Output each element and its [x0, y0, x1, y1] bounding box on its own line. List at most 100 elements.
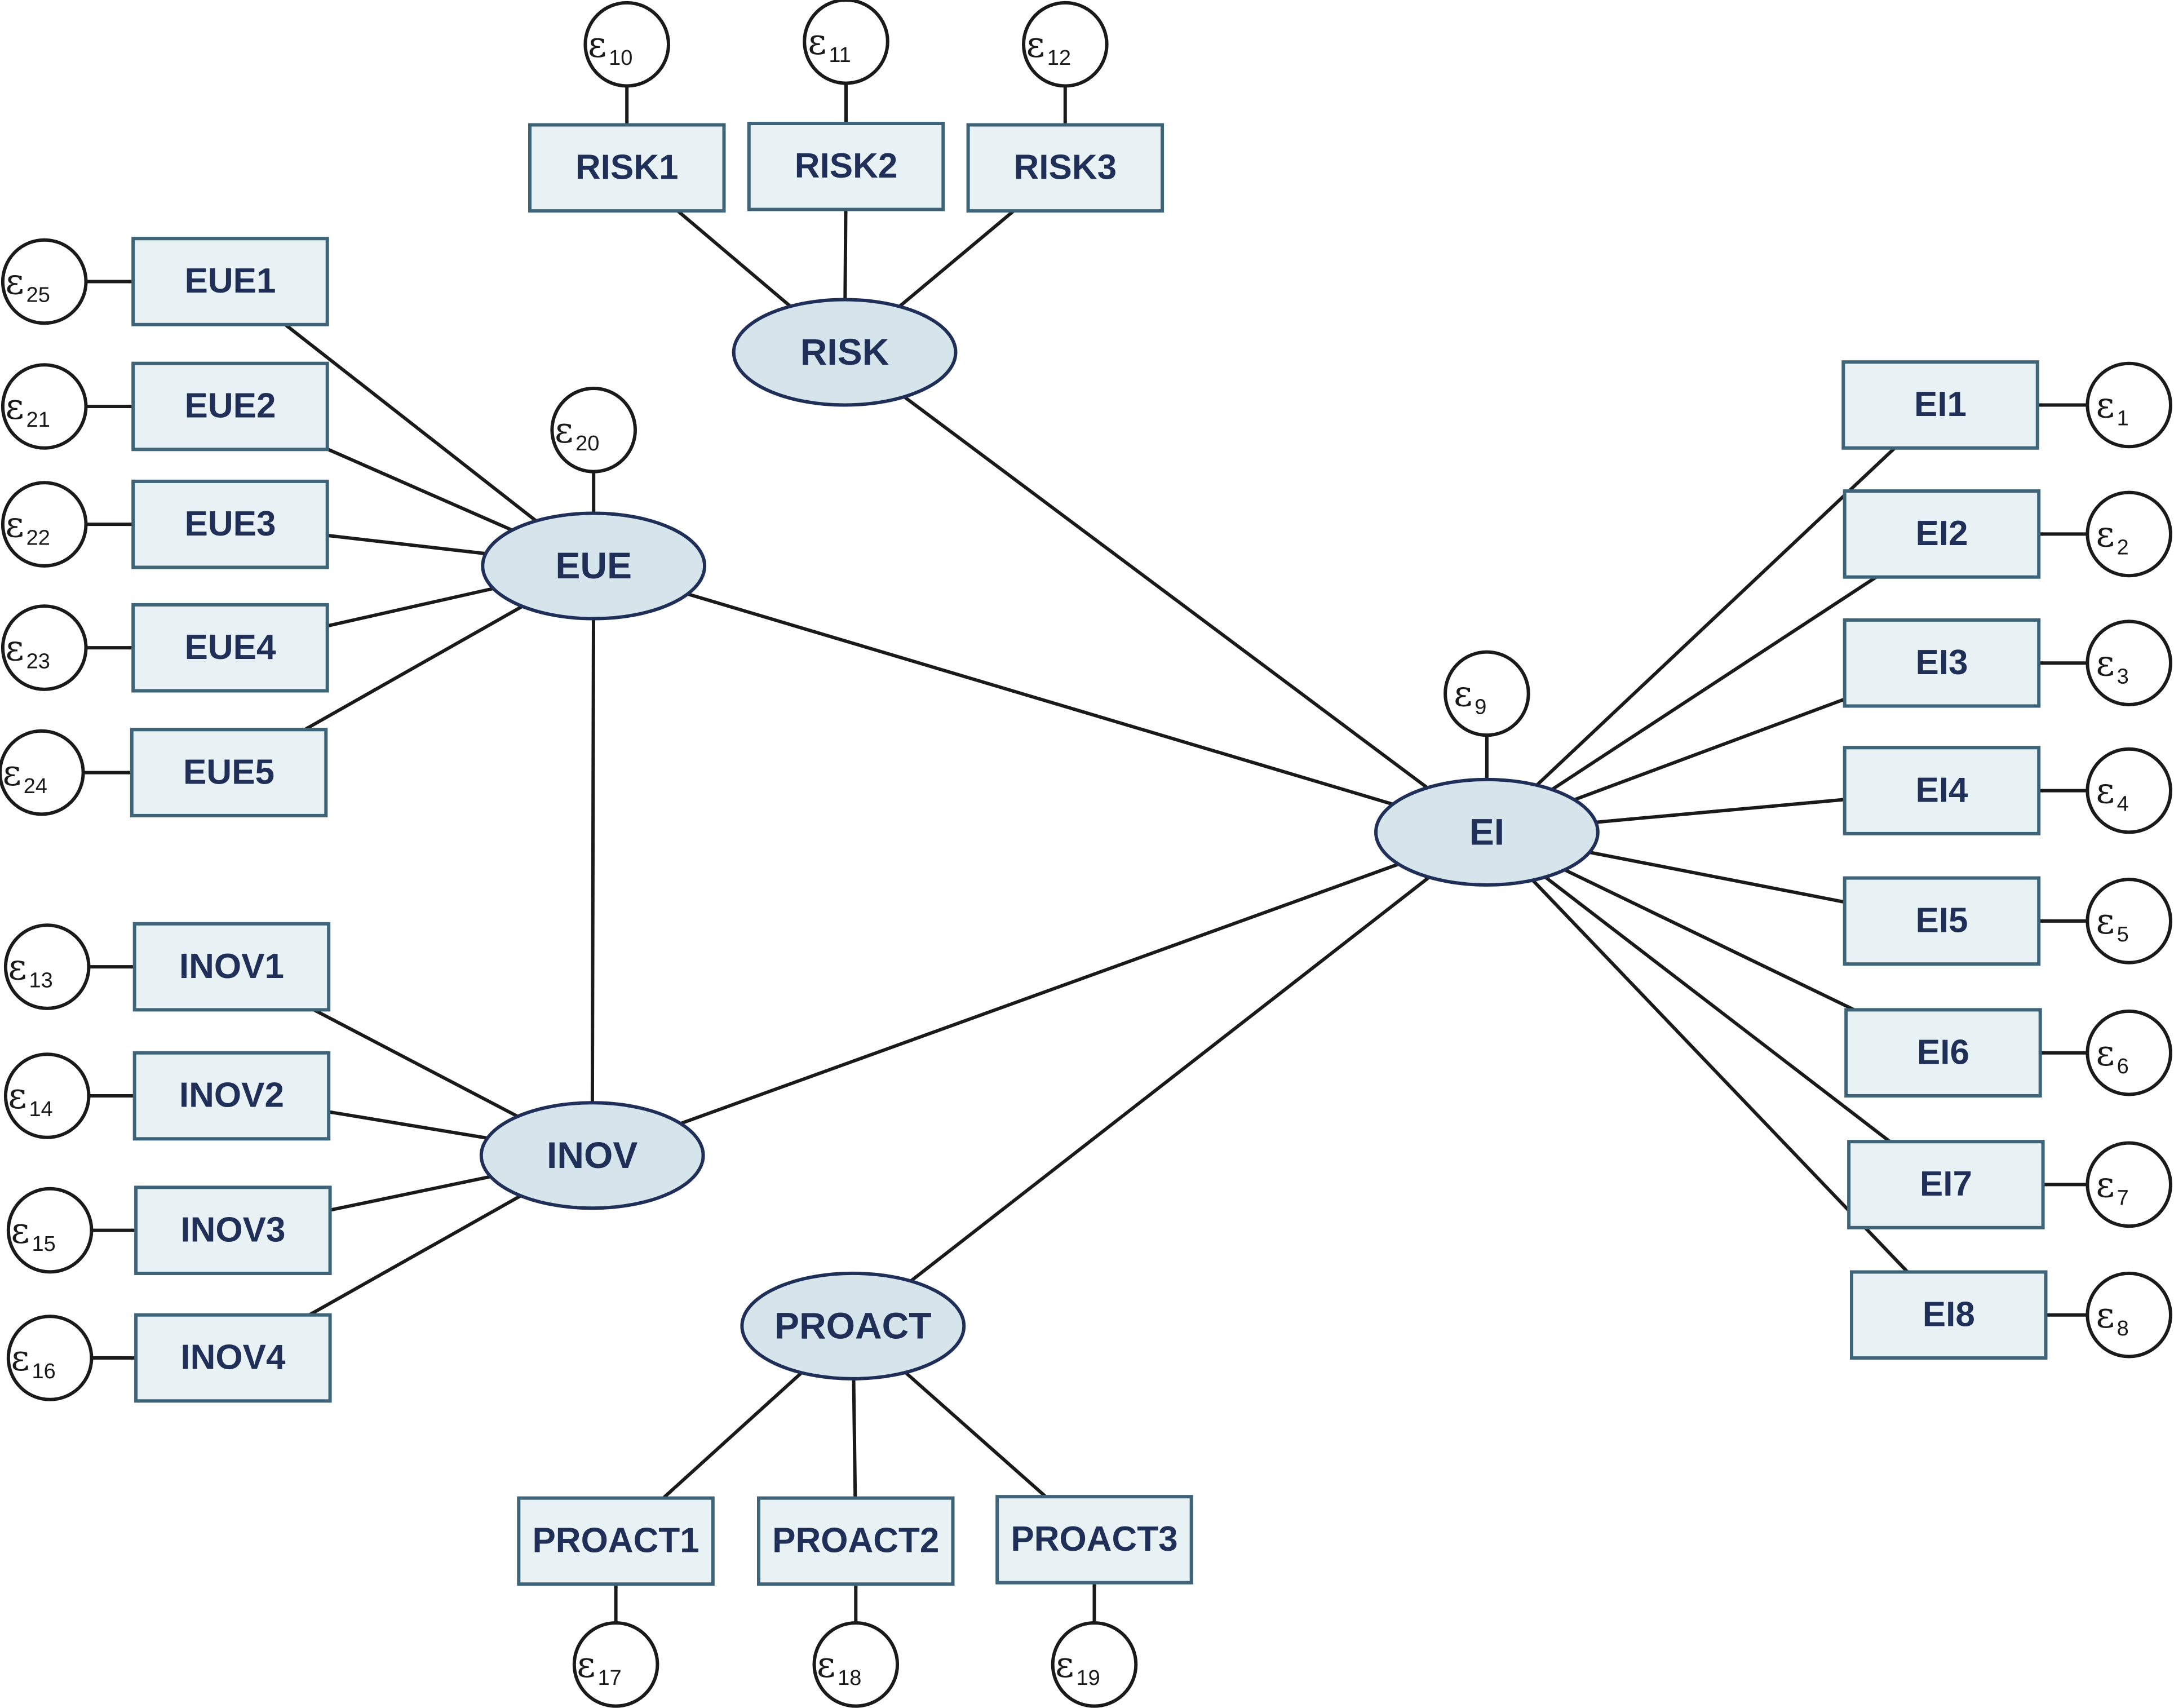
indicator-label: EUE2: [185, 387, 276, 426]
latent-ei: EI: [1374, 777, 1600, 887]
indicator-label: EI5: [1915, 901, 1968, 940]
indicator-label: EI6: [1917, 1033, 1969, 1072]
indicator-label: RISK3: [1013, 148, 1117, 187]
indicator-label: EI1: [1914, 385, 1967, 424]
indicator-ei1: EI1: [1841, 360, 2039, 450]
indicator-box: [1843, 876, 2041, 966]
indicator-box: [995, 1495, 1193, 1585]
error-circle: [812, 1621, 900, 1708]
latent-eue: EUE: [481, 511, 707, 621]
latent-ellipse: [1374, 777, 1600, 887]
error-circle: [1, 238, 88, 325]
indicator-box: [131, 361, 329, 452]
latent-ellipse: [479, 1101, 705, 1210]
indicator-risk1: RISK1: [528, 123, 726, 213]
loading-arrow-inov3: [329, 1175, 492, 1212]
loading-arrow-eue4: [327, 587, 494, 628]
indicator-label: EI2: [1915, 514, 1968, 553]
indicator-box: [131, 237, 329, 326]
indicator-box: [134, 1313, 332, 1403]
latent-label: RISK: [800, 331, 889, 373]
loading-arrow-eue5: [304, 604, 524, 731]
error-circle: [2086, 361, 2172, 449]
loading-arrow-eue1: [284, 323, 537, 523]
indicator-label: PROACT2: [772, 1521, 939, 1560]
loading-arrow-inov2: [328, 1110, 488, 1140]
error-circle: [2086, 878, 2172, 964]
indicator-label: EUE5: [183, 753, 274, 791]
loading-arrow-risk1: [676, 209, 792, 308]
structural-path-inov-ei: [680, 862, 1400, 1126]
indicator-box: [1850, 1270, 2048, 1360]
indicator-label: INOV2: [179, 1076, 284, 1115]
indicator-eue1: EUE1: [131, 237, 329, 326]
indicator-label: EI7: [1920, 1165, 1972, 1203]
indicator-box: [132, 922, 331, 1012]
indicator-label: INOV3: [180, 1210, 285, 1249]
indicator-box: [517, 1496, 715, 1586]
error-circle: [1444, 650, 1530, 737]
loading-arrow-proact3: [904, 1371, 1047, 1498]
error-circle: [2086, 747, 2172, 834]
indicator-eue4: EUE4: [131, 603, 329, 693]
indicator-box: [1843, 746, 2041, 835]
indicator-inov2: INOV2: [132, 1051, 331, 1141]
error-circle: [6, 1315, 94, 1401]
loading-arrow-eue3: [327, 533, 486, 556]
loading-arrow-eue2: [326, 447, 513, 532]
indicator-inov3: INOV3: [134, 1185, 332, 1275]
latent-label: INOV: [547, 1134, 637, 1176]
path-arrows: [83, 83, 2088, 1623]
indicator-risk3: RISK3: [966, 123, 1165, 213]
error-circle: [2086, 1141, 2172, 1228]
loading-arrow-ei6: [1564, 868, 1855, 1012]
indicator-eue2: EUE2: [131, 361, 329, 452]
indicator-label: PROACT1: [532, 1521, 699, 1560]
error-circle: [803, 0, 889, 85]
latent-label: EUE: [555, 545, 632, 586]
error-circle: [572, 1621, 659, 1708]
indicator-proact3: PROACT3: [995, 1495, 1193, 1585]
indicator-box: [1843, 489, 2041, 579]
error-circle: [1051, 1621, 1138, 1708]
indicator-label: INOV1: [179, 947, 284, 986]
loading-arrow-inov1: [313, 1008, 519, 1118]
error-circle: [2086, 490, 2172, 578]
indicator-box: [757, 1496, 955, 1586]
indicator-ei6: EI6: [1844, 1008, 2042, 1098]
indicator-box: [747, 122, 945, 211]
indicator-box: [131, 479, 329, 569]
indicator-ei3: EI3: [1843, 618, 2041, 708]
error-circle: [2086, 1271, 2172, 1359]
error-circle: [550, 387, 637, 474]
indicator-inov4: INOV4: [134, 1313, 332, 1403]
indicator-label: EI4: [1915, 771, 1968, 809]
structural-path-proact-ei: [909, 875, 1431, 1282]
loading-arrow-proact2: [852, 1378, 857, 1498]
latent-risk: RISK: [732, 298, 958, 407]
indicator-box: [1843, 618, 2041, 708]
indicator-label: RISK1: [575, 148, 679, 187]
loading-arrow-risk3: [898, 209, 1015, 308]
indicator-box: [966, 123, 1165, 213]
indicator-ei2: EI2: [1843, 489, 2041, 579]
indicator-box: [1841, 360, 2039, 450]
indicator-ei4: EI4: [1843, 746, 2041, 835]
loading-arrow-proact1: [662, 1371, 803, 1499]
indicator-eue5: EUE5: [130, 728, 328, 817]
indicator-ei5: EI5: [1843, 876, 2041, 966]
